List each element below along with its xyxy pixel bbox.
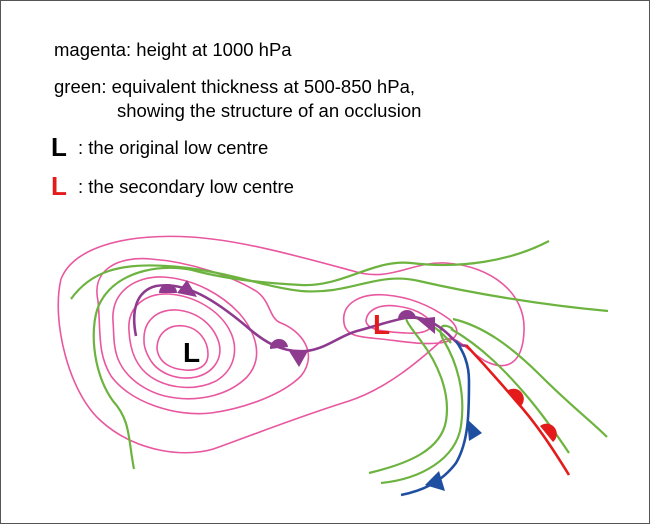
occluded-front-triangle-1 (177, 280, 197, 297)
thickness-contour-left-loop (92, 240, 550, 470)
occluded-front-triangle-2 (289, 351, 308, 367)
legend-secondary-low-text: : the secondary low centre (78, 176, 294, 197)
height-contour-5 (143, 309, 221, 379)
legend-secondary-low-symbol: L (51, 171, 67, 201)
thickness-contour-right-2 (452, 317, 608, 438)
height-contour-6 (156, 324, 209, 371)
thickness-contour-right-1 (450, 328, 570, 454)
warm-front (465, 344, 571, 476)
legend-original-low-symbol: L (51, 132, 67, 162)
original-low-label: L (183, 337, 200, 368)
height-contour-outer (57, 235, 525, 454)
occluded-front-semicircle-1 (159, 284, 177, 293)
thickness-contour-occlusion-2 (380, 324, 464, 485)
height-contour-3 (112, 276, 258, 400)
cold-front (400, 340, 482, 497)
legend-original-low-text: : the original low centre (78, 137, 269, 158)
height-contour-4 (128, 293, 236, 389)
thickness-contour-occlusion-1 (368, 315, 452, 475)
occluded-front-semicircle-2 (269, 338, 288, 349)
warm-front-semicircle-1 (507, 388, 524, 407)
thickness-contour-upper-band (70, 264, 609, 313)
cold-front-triangle-1 (467, 419, 482, 441)
warm-front-semicircle-2 (540, 423, 557, 442)
occluded-front-triangle-3 (417, 317, 435, 334)
legend-green: green: equivalent thickness at 500-850 h… (54, 76, 415, 97)
height-contours (57, 235, 525, 454)
cold-front-triangle-2 (425, 471, 445, 491)
occluded-front (132, 280, 467, 367)
legend-green-continued: showing the structure of an occlusion (117, 100, 422, 121)
legend-magenta: magenta: height at 1000 hPa (54, 39, 292, 60)
occluded-front-semicircle-3 (398, 310, 416, 319)
secondary-low-label: L (373, 309, 390, 340)
